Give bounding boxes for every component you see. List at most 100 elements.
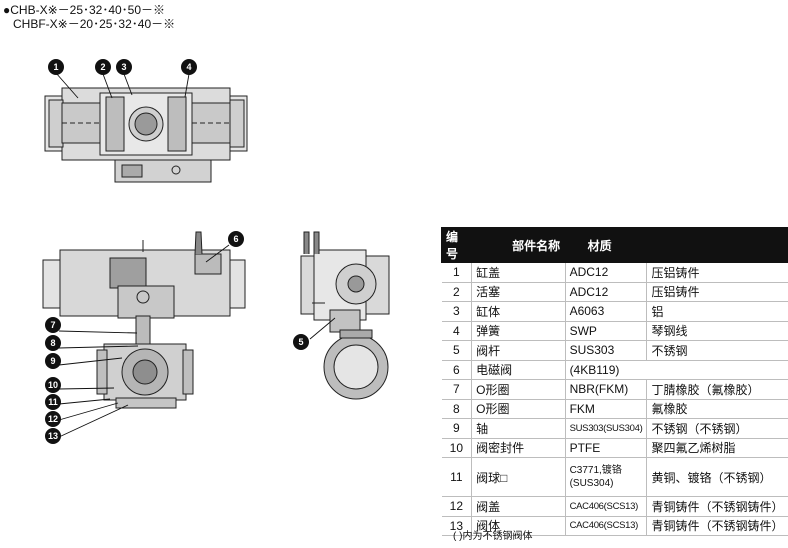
svg-text:12: 12 <box>48 414 58 424</box>
row-part-name: O形圈 <box>471 399 566 419</box>
cross-section-drawing: 1 2 3 4 6 7 8 9 10 11 12 13 5 <box>42 59 390 444</box>
row-material-cn: 氟橡胶 <box>646 399 788 419</box>
callout-1: 1 <box>48 59 64 75</box>
row-material: C3771,镀铬 (SUS304) <box>564 457 647 497</box>
row-material-cn: 丁腈橡胶（氟橡胶） <box>646 379 788 400</box>
row-number: 3 <box>441 301 472 322</box>
row-number: 13 <box>441 516 472 536</box>
row-material-line-2: (SUS304) <box>569 478 614 489</box>
callout-10: 10 <box>45 377 61 393</box>
row-material-cn: 铝 <box>646 301 788 322</box>
row-part-name: 阀密封件 <box>471 438 566 458</box>
callout-13: 13 <box>45 428 61 444</box>
table-footnote: ( )内为不锈钢阀体 <box>453 531 533 542</box>
svg-text:13: 13 <box>48 431 58 441</box>
row-material: SUS303 <box>564 340 647 361</box>
row-number: 1 <box>441 262 472 283</box>
row-material: A6063 <box>564 301 647 322</box>
svg-text:8: 8 <box>50 338 55 348</box>
callout-7: 7 <box>45 317 61 333</box>
svg-text:4: 4 <box>186 62 191 72</box>
part-callouts: 1 2 3 4 6 7 8 9 10 11 12 13 5 <box>45 59 309 444</box>
row-number: 7 <box>441 379 472 400</box>
row-number: 10 <box>441 438 472 458</box>
svg-text:5: 5 <box>298 337 303 347</box>
svg-text:7: 7 <box>50 320 55 330</box>
svg-text:1: 1 <box>53 62 58 72</box>
row-material-cn: 青铜铸件（不锈钢铸件） <box>646 496 788 517</box>
svg-text:11: 11 <box>48 397 58 407</box>
svg-text:10: 10 <box>48 380 58 390</box>
row-material: CAC406(SCS13) <box>564 516 647 536</box>
row-number: 8 <box>441 399 472 419</box>
callout-12: 12 <box>45 411 61 427</box>
callout-9: 9 <box>45 353 61 369</box>
row-material-cn: 琴钢线 <box>646 321 788 341</box>
row-material-cn: 不锈钢 <box>646 340 788 361</box>
row-material: NBR(FKM) <box>564 379 647 400</box>
row-material-cn: 聚四氟乙烯树脂 <box>646 438 788 458</box>
row-part-name: O形圈 <box>471 379 566 400</box>
model-line-2: CHBF-X※－20･25･32･40－※ <box>13 17 176 31</box>
row-number: 9 <box>441 418 472 439</box>
callout-3: 3 <box>116 59 132 75</box>
row-material-cn: 不锈钢（不锈钢） <box>646 418 788 439</box>
row-material: PTFE <box>564 438 647 458</box>
svg-text:2: 2 <box>100 62 105 72</box>
callout-5: 5 <box>293 334 309 350</box>
row-part-name: 缸盖 <box>471 262 566 283</box>
row-material: ADC12 <box>564 282 647 302</box>
row-number: 5 <box>441 340 472 361</box>
row-part-name: 电磁阀 <box>471 360 566 380</box>
row-number: 2 <box>441 282 472 302</box>
model-line-1: ●CHB-X※－25･32･40･50－※ <box>3 3 166 17</box>
row-number: 6 <box>441 360 472 380</box>
row-material-cn: 压铝铸件 <box>646 282 788 302</box>
row-material: FKM <box>564 399 647 419</box>
callout-11: 11 <box>45 394 61 410</box>
row-part-name: 阀球□ <box>471 457 566 497</box>
row-material: SWP <box>564 321 647 341</box>
row-part-name: 阀体 <box>471 516 566 536</box>
actuator-side-view <box>300 231 390 400</box>
row-material-line-1: C3771,镀铬 <box>569 465 622 476</box>
svg-text:6: 6 <box>233 234 238 244</box>
row-part-name: 阀盖 <box>471 496 566 517</box>
row-number: 4 <box>441 321 472 341</box>
row-part-name: 阀杆 <box>471 340 566 361</box>
row-material-cn: 压铝铸件 <box>646 262 788 283</box>
row-material: SUS303(SUS304) <box>564 418 647 439</box>
header-material: 材质 <box>564 227 788 263</box>
callout-4: 4 <box>181 59 197 75</box>
svg-text:3: 3 <box>121 62 126 72</box>
table-header-row: 编号 部件名称 材质 <box>440 227 788 263</box>
row-material: (4KB119) <box>564 360 788 380</box>
row-number: 12 <box>441 496 472 517</box>
header-part-name: 部件名称 <box>471 227 566 263</box>
row-number: 11 <box>441 457 472 497</box>
row-material: ADC12 <box>564 262 647 283</box>
header-number: 编号 <box>440 227 473 263</box>
row-part-name: 活塞 <box>471 282 566 302</box>
row-part-name: 轴 <box>471 418 566 439</box>
callout-6: 6 <box>228 231 244 247</box>
row-material-cn: 青铜铸件（不锈钢铸件） <box>646 516 788 536</box>
row-material: CAC406(SCS13) <box>564 496 647 517</box>
actuator-top-view <box>44 87 248 183</box>
callout-2: 2 <box>95 59 111 75</box>
actuator-front-view <box>42 231 246 409</box>
